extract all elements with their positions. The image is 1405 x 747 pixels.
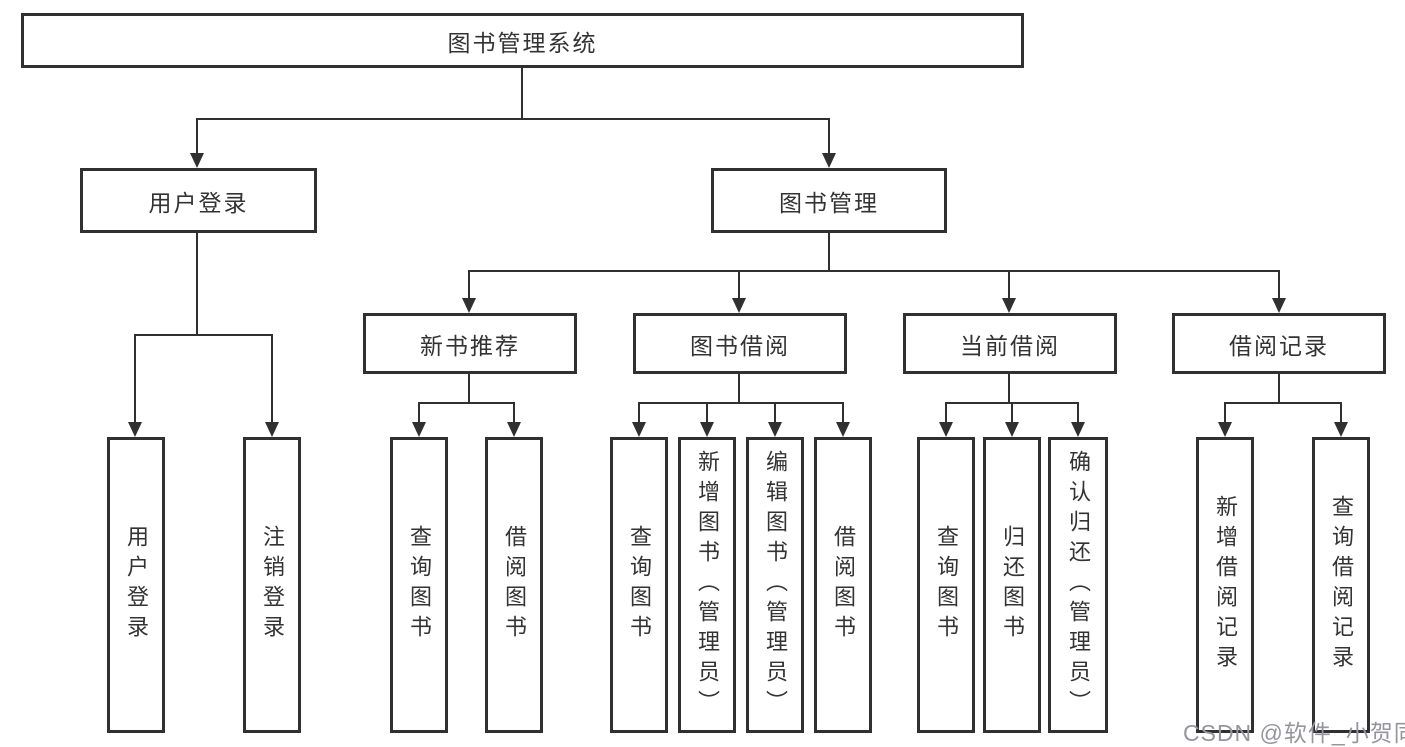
leaf-label: 确认归还（管理员）	[1066, 450, 1091, 720]
node-book-management: 图书管理	[711, 168, 947, 233]
arrowhead-down-icon	[462, 298, 476, 313]
arrow-shaft	[706, 402, 708, 424]
connector-hline	[418, 402, 515, 404]
node-current-borrowing: 当前借阅	[903, 313, 1117, 374]
arrow-shaft	[1278, 270, 1280, 300]
arrowhead-down-icon	[768, 422, 782, 437]
arrow-shaft	[638, 402, 640, 424]
arrowhead-down-icon	[700, 422, 714, 437]
node-borrowing-records: 借阅记录	[1172, 313, 1386, 374]
arrow-shaft	[842, 402, 844, 424]
arrowhead-down-icon	[128, 422, 142, 437]
arrowhead-down-icon	[507, 422, 521, 437]
arrowhead-down-icon	[632, 422, 646, 437]
arrowhead-down-icon	[1005, 422, 1019, 437]
leaf-confirm-return-admin: 确认归还（管理员）	[1048, 437, 1108, 733]
arrowhead-down-icon	[1071, 422, 1085, 437]
leaf-query-books-current: 查询图书	[917, 437, 975, 733]
node-user-login: 用户登录	[80, 168, 317, 233]
connector-vline	[738, 374, 740, 403]
arrow-shaft	[945, 402, 947, 424]
leaf-logout: 注销登录	[243, 437, 301, 733]
leaf-label: 查询图书	[627, 525, 652, 645]
arrowhead-down-icon	[1002, 298, 1016, 313]
leaf-label: 借阅图书	[831, 525, 856, 645]
node-new-book-recommend: 新书推荐	[363, 313, 577, 374]
leaf-label: 注销登录	[260, 525, 285, 645]
arrow-shaft	[1011, 402, 1013, 424]
leaf-query-books-borrowing: 查询图书	[610, 437, 668, 733]
arrow-shaft	[828, 118, 830, 154]
arrow-shaft	[1008, 270, 1010, 300]
arrowhead-down-icon	[939, 422, 953, 437]
arrowhead-down-icon	[822, 153, 836, 168]
leaf-label: 用户登录	[124, 525, 149, 645]
leaf-label: 编辑图书（管理员）	[763, 450, 788, 720]
arrow-shaft	[1224, 402, 1226, 424]
arrowhead-down-icon	[836, 422, 850, 437]
connector-vline	[1008, 374, 1010, 403]
connector-vline	[828, 232, 830, 272]
arrowhead-down-icon	[190, 153, 204, 168]
arrow-shaft	[513, 402, 515, 424]
leaf-query-borrow-record: 查询借阅记录	[1312, 437, 1370, 733]
leaf-label: 借阅图书	[502, 525, 527, 645]
arrowhead-down-icon	[265, 422, 279, 437]
arrowhead-down-icon	[1334, 422, 1348, 437]
arrow-shaft	[196, 118, 198, 154]
leaf-borrow-books-recommend: 借阅图书	[485, 437, 543, 733]
leaf-edit-books-admin: 编辑图书（管理员）	[746, 437, 804, 733]
arrow-shaft	[1077, 402, 1079, 424]
connector-hline	[638, 402, 844, 404]
leaf-add-borrow-record: 新增借阅记录	[1196, 437, 1254, 733]
node-library-system: 图书管理系统	[21, 13, 1024, 68]
leaf-add-books-admin: 新增图书（管理员）	[678, 437, 736, 733]
leaf-return-books: 归还图书	[983, 437, 1041, 733]
connector-hline	[468, 270, 1280, 272]
arrow-shaft	[418, 402, 420, 424]
node-book-borrowing: 图书借阅	[633, 313, 847, 374]
leaf-label: 新增图书（管理员）	[695, 450, 720, 720]
watermark: CSDN @软件_小贺同学	[1183, 720, 1405, 746]
connector-vline	[521, 68, 523, 119]
leaf-label: 查询借阅记录	[1329, 495, 1354, 675]
leaf-label: 新增借阅记录	[1213, 495, 1238, 675]
arrowhead-down-icon	[1218, 422, 1232, 437]
arrow-shaft	[1340, 402, 1342, 424]
arrow-shaft	[468, 270, 470, 300]
leaf-label: 归还图书	[1000, 525, 1025, 645]
arrow-shaft	[738, 270, 740, 300]
leaf-user-login: 用户登录	[107, 437, 165, 733]
connector-vline	[1278, 374, 1280, 403]
connector-hline	[134, 334, 273, 336]
leaf-label: 查询图书	[407, 525, 432, 645]
leaf-label: 查询图书	[934, 525, 959, 645]
arrow-shaft	[134, 334, 136, 424]
connector-hline	[1224, 402, 1342, 404]
leaf-borrow-books-borrowing: 借阅图书	[814, 437, 872, 733]
arrow-shaft	[271, 334, 273, 424]
leaf-query-books-recommend: 查询图书	[390, 437, 448, 733]
arrowhead-down-icon	[1272, 298, 1286, 313]
arrowhead-down-icon	[732, 298, 746, 313]
connector-vline	[468, 374, 470, 403]
connector-vline	[196, 233, 198, 335]
arrow-shaft	[774, 402, 776, 424]
arrowhead-down-icon	[412, 422, 426, 437]
connector-hline	[196, 118, 830, 120]
